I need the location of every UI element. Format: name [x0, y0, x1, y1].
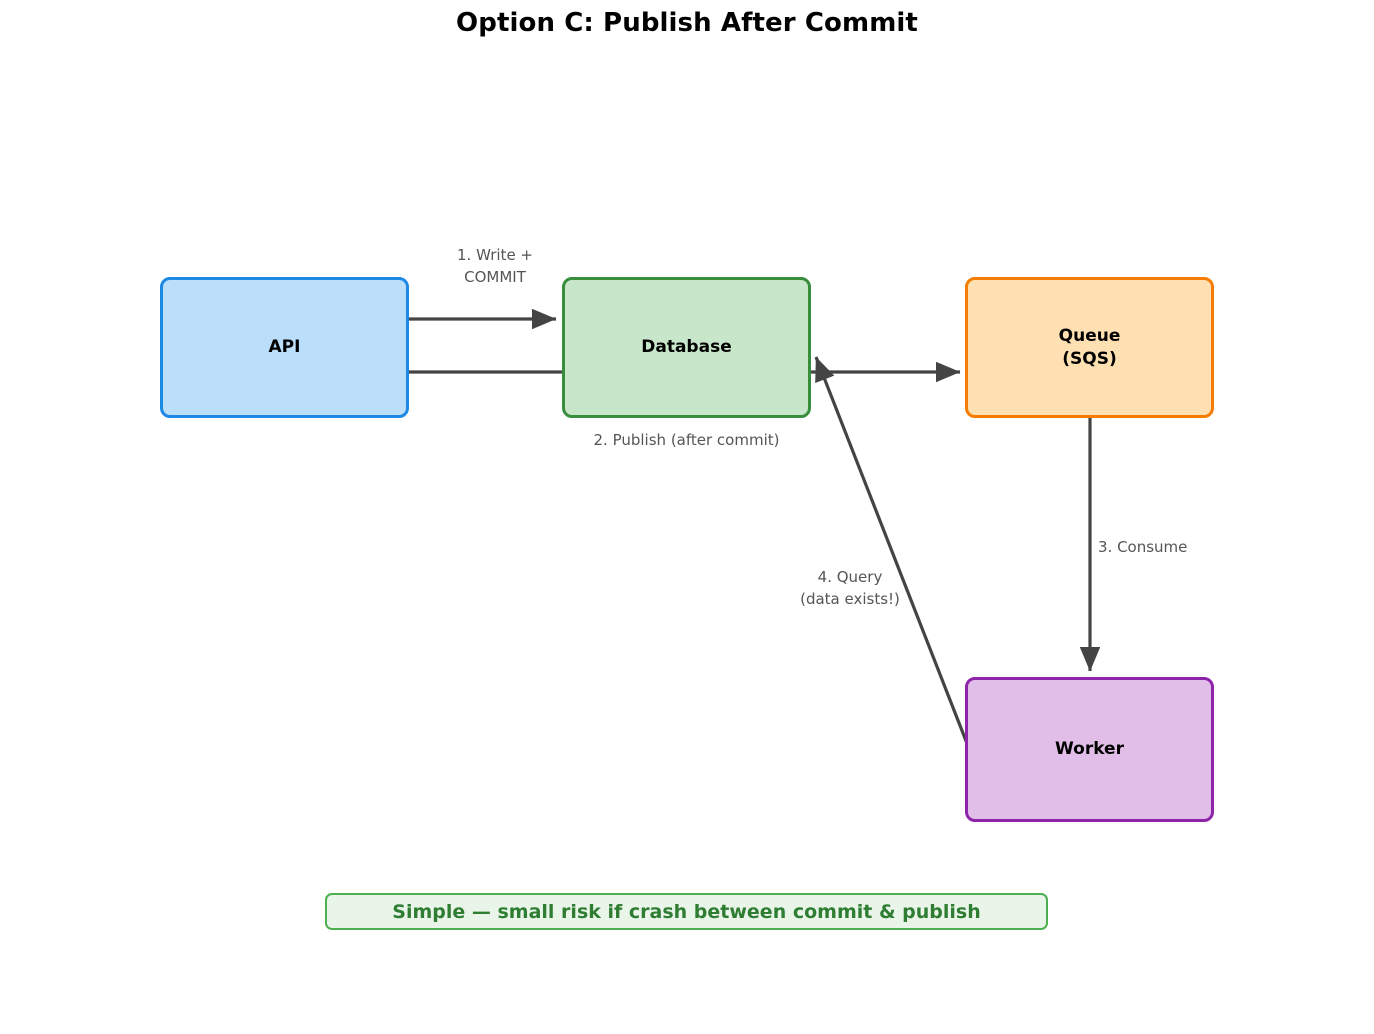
verdict-text: Simple — small risk if crash between com…: [392, 900, 981, 923]
verdict-banner: Simple — small risk if crash between com…: [325, 893, 1048, 930]
edge-label-consume: 3. Consume: [1098, 538, 1188, 556]
node-api[interactable]: API: [160, 277, 409, 418]
node-worker-label: Worker: [1055, 739, 1124, 760]
node-worker[interactable]: Worker: [965, 677, 1214, 822]
page-title: Option C: Publish After Commit: [456, 8, 918, 38]
edge-query: [814, 356, 970, 747]
node-api-label: API: [268, 337, 301, 358]
edge-label-write-commit: 1. Write + COMMIT: [456, 246, 534, 286]
edge-label-publish: 2. Publish (after commit): [593, 431, 780, 449]
node-queue[interactable]: Queue (SQS): [965, 277, 1214, 418]
node-database[interactable]: Database: [562, 277, 811, 418]
node-queue-label: Queue (SQS): [1058, 325, 1121, 369]
node-database-label: Database: [641, 337, 732, 358]
edge-label-query: 4. Query (data exists!): [800, 568, 900, 608]
